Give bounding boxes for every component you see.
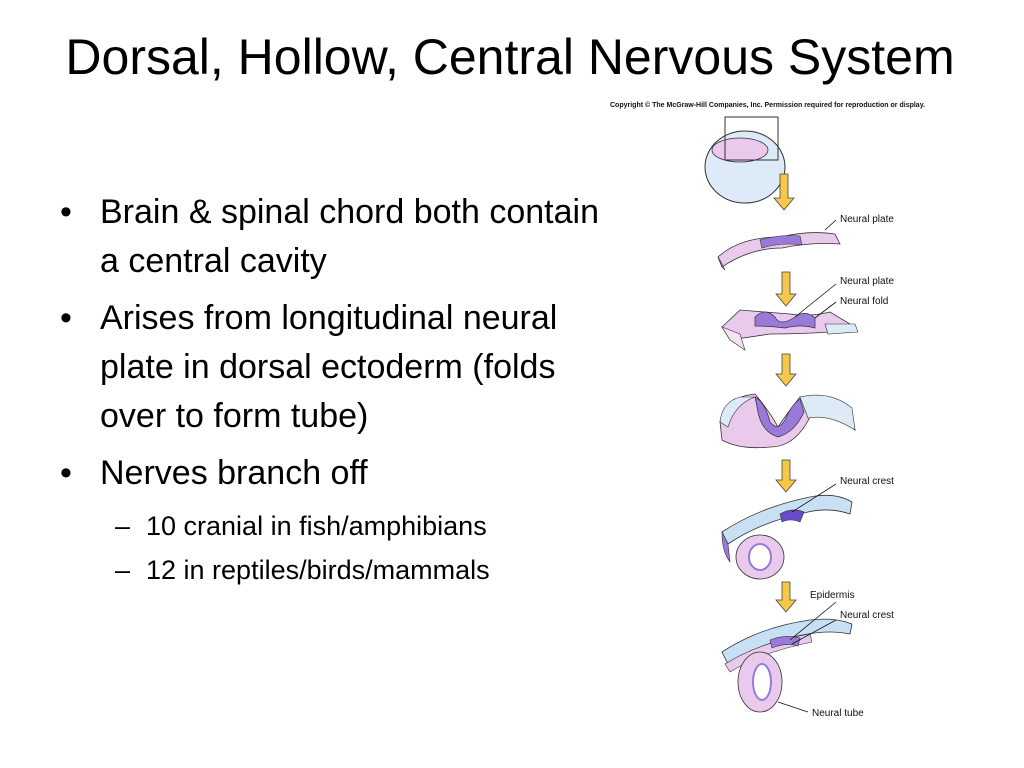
sub-bullet-item: – 12 in reptiles/birds/mammals	[60, 550, 620, 590]
bullet-item: • Arises from longitudinal neural plate …	[60, 294, 620, 441]
bullet-text: Nerves branch off	[100, 454, 368, 492]
sub-bullet-text: 10 cranial in fish/amphibians	[146, 511, 487, 541]
bullet-mark: •	[60, 299, 72, 337]
stage-arrow	[775, 459, 797, 493]
neural-plate-stage: Neural plate	[717, 214, 894, 271]
dash-mark: –	[115, 555, 131, 585]
bullet-text: Arises from longitudinal neural plate in…	[100, 299, 558, 435]
neural-groove-stage	[719, 393, 856, 449]
neural-tube-stage: Epidermis Neural crest Neural tube	[721, 590, 894, 719]
dash-mark: –	[115, 511, 131, 541]
stage-arrow	[775, 353, 797, 387]
bullet-list: • Brain & spinal chord both contain a ce…	[60, 188, 620, 590]
label-neural-crest: Neural crest	[840, 610, 894, 621]
neural-tube-diagram-svg: Neural plate Neural plate Neural fold	[704, 116, 894, 719]
sub-bullet-text: 12 in reptiles/birds/mammals	[146, 555, 490, 585]
bullet-text: Brain & spinal chord both contain a cent…	[100, 193, 599, 280]
label-epidermis: Epidermis	[810, 590, 854, 601]
sub-bullet-item: – 10 cranial in fish/amphibians	[60, 506, 620, 546]
label-neural-plate: Neural plate	[840, 214, 894, 225]
bullet-item: • Nerves branch off	[60, 449, 620, 498]
copyright-notice: Copyright © The McGraw-Hill Companies, I…	[610, 102, 926, 109]
label-neural-plate: Neural plate	[840, 276, 894, 287]
slide-title: Dorsal, Hollow, Central Nervous System	[65, 29, 955, 85]
label-neural-tube: Neural tube	[812, 708, 864, 719]
stage-arrow	[775, 581, 797, 613]
label-neural-fold: Neural fold	[840, 296, 888, 307]
bullet-mark: •	[60, 193, 72, 231]
neural-fold-stage: Neural plate Neural fold	[721, 276, 894, 351]
stage-arrow	[775, 271, 797, 307]
label-neural-crest: Neural crest	[840, 476, 894, 487]
bullet-item: • Brain & spinal chord both contain a ce…	[60, 188, 620, 286]
embryo-sphere-stage	[704, 116, 786, 204]
bullet-mark: •	[60, 454, 72, 492]
stage-arrow	[773, 173, 795, 211]
neural-tube-diagram: Neural plate Neural plate Neural fold	[700, 112, 1020, 722]
neural-crest-stage: Neural crest	[721, 476, 894, 580]
